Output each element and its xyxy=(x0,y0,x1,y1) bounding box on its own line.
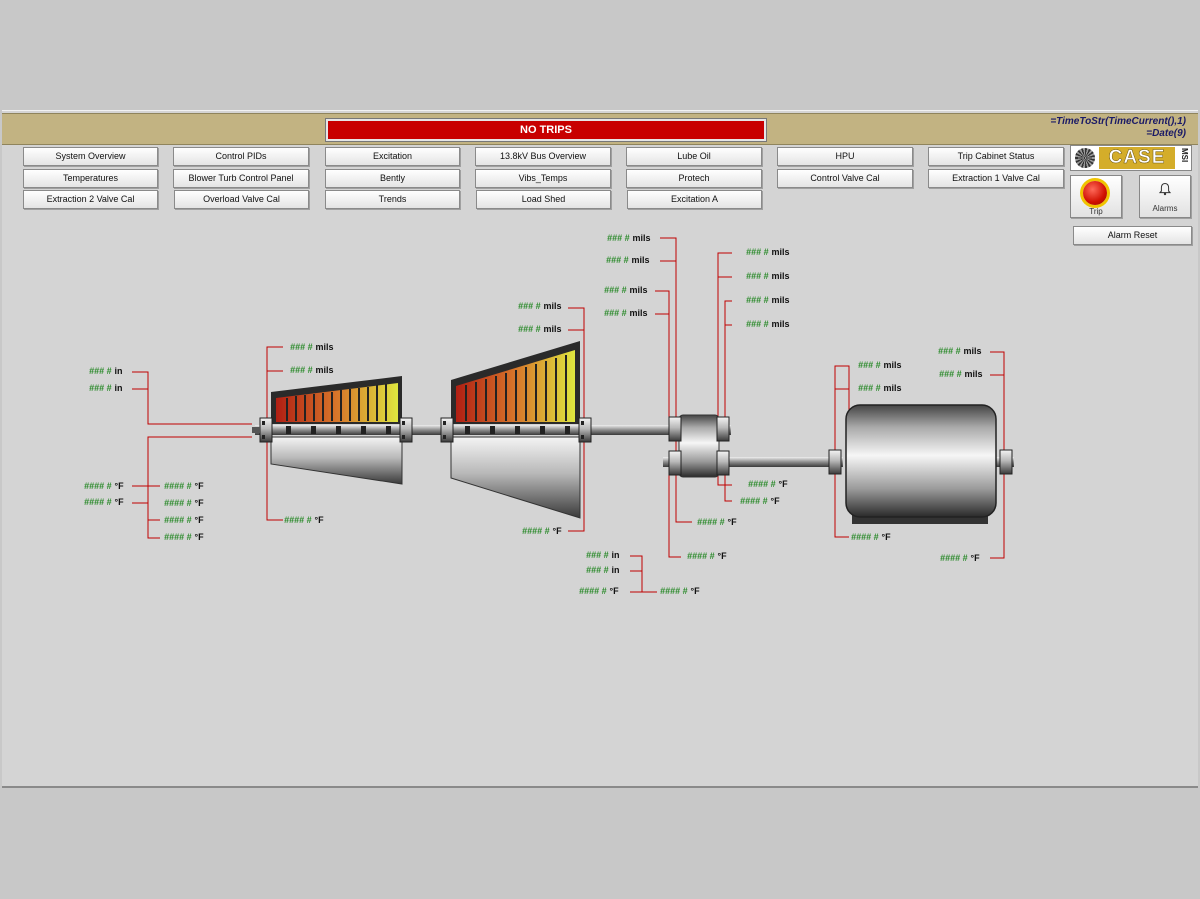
reading-vib-gen-2: ### #mils xyxy=(858,383,902,393)
reading-vib-gear-5: ### #mils xyxy=(746,247,790,257)
generator-shaft xyxy=(663,457,843,467)
reading-temp-gear-5: #### #°F xyxy=(579,586,619,596)
reading-temp-left-5: #### #°F xyxy=(164,515,204,525)
reading-temp-left-6: #### #°F xyxy=(164,532,204,542)
reading-vib-gear-3: ### #mils xyxy=(604,285,648,295)
bell-icon xyxy=(1158,182,1172,196)
reading-temp-left-1: #### #°F xyxy=(84,481,124,491)
reading-vib-turbine1-1: ### #mils xyxy=(290,342,334,352)
reading-temp-gear-4: #### #°F xyxy=(687,551,727,561)
bearing-1 xyxy=(259,417,273,443)
reading-vib-turbine2-1: ### #mils xyxy=(518,301,562,311)
nav-vibs-temps[interactable]: Vibs_Temps xyxy=(475,169,611,188)
nav-load-shed[interactable]: Load Shed xyxy=(476,190,611,209)
reading-vib-gear-6: ### #mils xyxy=(746,271,790,281)
nav-bus-overview[interactable]: 13.8kV Bus Overview xyxy=(475,147,611,166)
turbine-stage-2 xyxy=(450,341,581,519)
reading-temp-gear-3: #### #°F xyxy=(697,517,737,527)
trip-label: Trip xyxy=(1089,207,1103,216)
shaft-collars xyxy=(286,426,570,434)
nav-extraction-1-valve-cal[interactable]: Extraction 1 Valve Cal xyxy=(928,169,1064,188)
nav-control-pids[interactable]: Control PIDs xyxy=(173,147,309,166)
nav-control-valve-cal[interactable]: Control Valve Cal xyxy=(777,169,913,188)
generator xyxy=(828,404,1013,524)
nav-lube-oil[interactable]: Lube Oil xyxy=(626,147,762,166)
reading-vib-gear-4: ### #mils xyxy=(604,308,648,318)
reading-vib-turbine1-2: ### #mils xyxy=(290,365,334,375)
reading-vib-gen-4: ### #mils xyxy=(939,369,983,379)
reading-temp-left-3: #### #°F xyxy=(164,481,204,491)
trip-button-icon xyxy=(1083,181,1107,205)
nav-extraction-2-valve-cal[interactable]: Extraction 2 Valve Cal xyxy=(23,190,158,209)
logo-subtext: MSI xyxy=(1180,148,1189,163)
logo-text: CASE xyxy=(1099,147,1175,169)
reading-temp-turbine2: #### #°F xyxy=(522,526,562,536)
hmi-screen: NO TRIPS =TimeToStr(TimeCurrent(),1) =Da… xyxy=(2,110,1198,788)
nav-trip-cabinet-status[interactable]: Trip Cabinet Status xyxy=(928,147,1064,166)
date-expression: =Date(9) xyxy=(1146,128,1186,139)
trip-button[interactable]: Trip xyxy=(1070,175,1122,218)
reading-temp-gear-2: #### #°F xyxy=(740,496,780,506)
reading-vib-gear-2: ### #mils xyxy=(606,255,650,265)
bearing-4 xyxy=(578,417,592,443)
time-expression: =TimeToStr(TimeCurrent(),1) xyxy=(1050,116,1186,127)
header-bar: NO TRIPS =TimeToStr(TimeCurrent(),1) =Da… xyxy=(2,113,1198,145)
bearing-3 xyxy=(440,417,454,443)
trip-status-banner: NO TRIPS xyxy=(326,119,766,141)
nav-overload-valve-cal[interactable]: Overload Valve Cal xyxy=(174,190,309,209)
reading-vib-gear-1: ### #mils xyxy=(607,233,651,243)
turbine-2-blades xyxy=(465,355,567,421)
nav-excitation-a[interactable]: Excitation A xyxy=(627,190,762,209)
reading-position-gear-1: ### #in xyxy=(586,550,620,560)
alarm-reset-button[interactable]: Alarm Reset xyxy=(1073,226,1192,245)
nav-bently[interactable]: Bently xyxy=(325,169,460,188)
reading-vib-gear-7: ### #mils xyxy=(746,295,790,305)
reading-inlet-position-2: ### #in xyxy=(89,383,123,393)
reading-temp-gen-1: #### #°F xyxy=(851,532,891,542)
alarms-button[interactable]: Alarms xyxy=(1139,175,1191,218)
reading-temp-gear-6: #### #°F xyxy=(660,586,700,596)
reading-vib-gen-1: ### #mils xyxy=(858,360,902,370)
nav-blower-turb-control-panel[interactable]: Blower Turb Control Panel xyxy=(173,169,309,188)
leader-lines xyxy=(132,237,1005,593)
reading-vib-gear-8: ### #mils xyxy=(746,319,790,329)
reading-temp-left-4: #### #°F xyxy=(164,498,204,508)
reading-position-gear-2: ### #in xyxy=(586,565,620,575)
bearing-2 xyxy=(399,417,413,443)
nav-excitation[interactable]: Excitation xyxy=(325,147,460,166)
gear-icon xyxy=(1075,148,1095,168)
nav-hpu[interactable]: HPU xyxy=(777,147,913,166)
turbine-1-blades xyxy=(286,384,387,421)
reading-temp-gen-2: #### #°F xyxy=(940,553,980,563)
case-msi-logo: CASE MSI xyxy=(1070,145,1192,171)
nav-protech[interactable]: Protech xyxy=(626,169,762,188)
gearbox xyxy=(668,414,730,478)
alarms-label: Alarms xyxy=(1152,204,1178,213)
reading-temp-gear-1: #### #°F xyxy=(748,479,788,489)
reading-temp-turbine1: #### #°F xyxy=(284,515,324,525)
nav-trends[interactable]: Trends xyxy=(325,190,460,209)
reading-vib-turbine2-2: ### #mils xyxy=(518,324,562,334)
reading-vib-gen-3: ### #mils xyxy=(938,346,982,356)
reading-temp-left-2: #### #°F xyxy=(84,497,124,507)
turbine-stage-1 xyxy=(270,376,403,485)
reading-inlet-position-1: ### #in xyxy=(89,366,123,376)
nav-temperatures[interactable]: Temperatures xyxy=(23,169,158,188)
nav-system-overview[interactable]: System Overview xyxy=(23,147,158,166)
